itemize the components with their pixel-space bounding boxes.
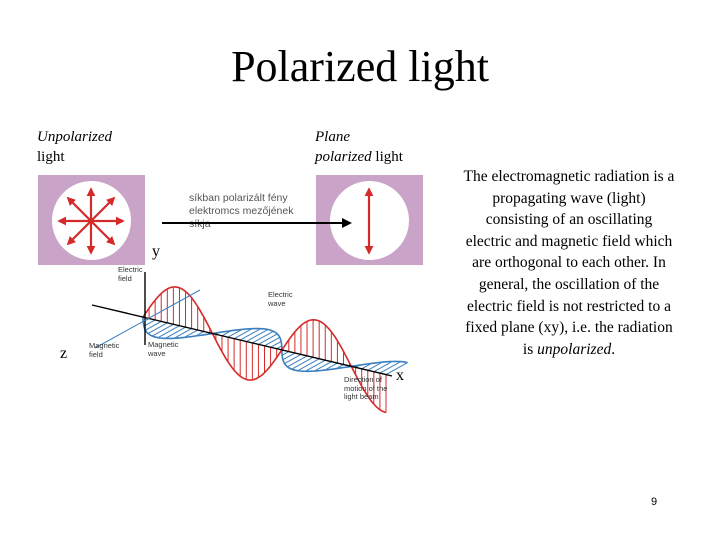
magnetic-field-vector [173, 328, 192, 339]
magnetic-field-vector [367, 361, 383, 371]
plane-polarized-label: Plane polarized light [315, 127, 403, 167]
magnetic-field-vector [227, 328, 243, 338]
magnetic-field-vector [233, 328, 253, 340]
description-text: The electromagnetic radiation is a propa… [462, 166, 676, 360]
electric-wave-label-line1: Electric [268, 290, 293, 299]
magnetic-field-vector [270, 340, 282, 348]
electric-wave [142, 286, 387, 414]
magnetic-field-vector [157, 325, 180, 339]
magnetic-field-label-line2: field [89, 349, 103, 359]
magnetic-field-vector [239, 328, 261, 341]
magnetic-field-label-line1: Magnetic [89, 341, 120, 350]
magnetic-field-vector [252, 330, 274, 344]
magnetic-field-vector [184, 329, 198, 338]
magnetic-field-vector [291, 356, 314, 370]
electric-wave-label-line2: wave [268, 298, 286, 308]
direction-label-line2: motion of the [344, 383, 388, 393]
unpolarized-light-word: light [37, 149, 65, 165]
page-number: 9 [651, 496, 658, 508]
magnetic-field-label: Magnetic field [89, 341, 120, 359]
magnetic-field-vector [147, 322, 168, 334]
axis-label-x: x [396, 367, 404, 384]
magnetic-field-vector [258, 333, 278, 345]
unpolarized-arrows [57, 187, 125, 255]
plane-word: Plane [315, 129, 350, 145]
magnetic-field-vector [284, 354, 302, 365]
axis-label-y: y [152, 243, 160, 260]
magnetic-field-vector [379, 361, 401, 374]
magnetic-field-vector [287, 355, 308, 368]
magnetic-wave-curve [142, 317, 408, 373]
direction-label-line3: light beam [344, 392, 379, 401]
magnetic-wave-label-line1: Magnetic [148, 340, 179, 349]
magnetic-wave-label: Magnetic wave [148, 340, 179, 358]
magnetic-field-vector [324, 362, 338, 371]
magnetic-field-vector [264, 336, 281, 347]
hungarian-caption-line2: elektromcs mezőjének [189, 205, 294, 217]
polarized-word: polarized [315, 149, 372, 165]
z-axis-line [94, 289, 201, 349]
magnetic-field-vector [314, 361, 332, 372]
magnetic-field-vector [297, 358, 320, 372]
polarized-arrow [364, 187, 374, 255]
description-emphasis: unpolarized [537, 340, 612, 358]
electric-wave-label: Electric wave [268, 290, 293, 308]
direction-label-line1: Direction of [344, 375, 382, 384]
magnetic-field-vector [165, 326, 186, 339]
polarized-light-word: light [371, 149, 403, 165]
unpolarized-label: Unpolarized light [37, 127, 112, 167]
magnetic-wave-label-line2: wave [148, 348, 166, 358]
unpolarized-word: Unpolarized [37, 129, 112, 145]
magnetic-field-vector [373, 361, 393, 373]
direction-label: Direction of motion of the light beam [344, 375, 388, 402]
electric-field-label-line2: field [118, 273, 132, 283]
magnetic-field-vector [145, 320, 162, 331]
x-axis-line [91, 304, 393, 377]
electric-field-label: Electric field [118, 265, 143, 283]
magnetic-field-vector [281, 351, 290, 356]
description-end: . [611, 340, 616, 358]
magnetic-field-vector [282, 352, 296, 361]
magnetic-field-vector [143, 319, 156, 327]
slide-title: Polarized light [231, 42, 489, 91]
magnetic-wave [142, 317, 408, 376]
magnetic-field-vector [246, 329, 269, 342]
unpolarized-arrow-diagonal-b [66, 196, 116, 246]
magnetic-field-vector [385, 362, 408, 376]
axis-label-z: z [60, 345, 68, 362]
description-main: The electromagnetic radiation is a propa… [463, 168, 675, 358]
magnetic-field-vector [305, 359, 326, 372]
hungarian-caption-line1: síkban polarizált fény [189, 192, 288, 204]
unpolarized-panel [38, 175, 145, 265]
electric-field-label-line1: Electric [118, 265, 143, 274]
electric-wave-curve [142, 286, 387, 414]
magnetic-field-vector [151, 323, 174, 337]
